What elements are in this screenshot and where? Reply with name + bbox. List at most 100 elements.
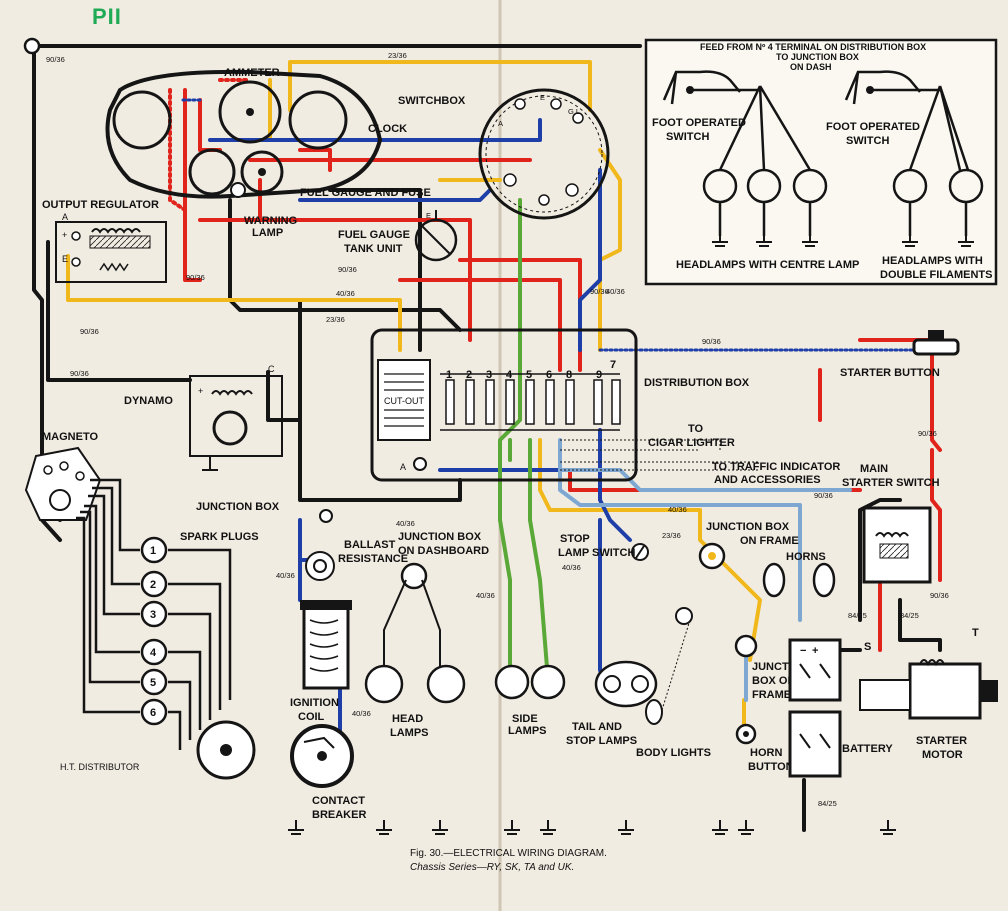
panel-blank-dial <box>112 90 172 150</box>
battery <box>788 638 842 778</box>
ballast-label-2: RESISTANCE <box>338 553 408 565</box>
gauge-tag: 40/36 <box>336 289 355 298</box>
spark-plug-2 <box>140 570 168 598</box>
terminal-a-dist: A <box>400 462 406 472</box>
horn-button <box>735 723 757 745</box>
body-lights <box>645 607 693 725</box>
dynamo <box>189 375 283 471</box>
output-regulator-label: OUTPUT REGULATOR <box>42 199 159 211</box>
ht-distributor-label: H.T. DISTRIBUTOR <box>60 762 140 772</box>
black-wires <box>32 44 942 832</box>
dist-terminal: 5 <box>526 369 532 381</box>
dynamo-label: DYNAMO <box>124 395 173 407</box>
spark-plug-number: 4 <box>150 647 157 659</box>
warning-lamp-label-2: LAMP <box>252 227 283 239</box>
ammeter-label: AMMETER <box>224 67 280 79</box>
inset-foot-left-1: FOOT OPERATED <box>652 117 746 129</box>
instrument-panel <box>105 69 383 199</box>
gauge-tag: 23/36 <box>326 315 345 324</box>
dist-terminal: 4 <box>506 369 513 381</box>
spark-plug-1 <box>140 536 168 564</box>
gauge-tag: 90/36 <box>46 55 65 64</box>
contact-breaker <box>290 724 354 788</box>
cigar-label-1: TO <box>688 423 704 435</box>
gauge-tag: 23/36 <box>662 531 681 540</box>
wire-gauge-tags: 90/36 23/36 90/36 90/36 40/36 23/36 90/3… <box>46 51 949 808</box>
inset-feed-3: ON DASH <box>790 62 832 72</box>
spark-plugs: 1 2 3 4 5 6 <box>140 536 168 726</box>
horn-button-label-1: HORN <box>750 747 782 759</box>
terminal-t: T <box>972 627 979 639</box>
battery-minus: − <box>800 645 806 657</box>
horn-left <box>762 562 786 598</box>
gauge-tag: 40/36 <box>606 287 625 296</box>
jb-frame-label-3: FRAME <box>752 689 791 701</box>
inset-foot-left-2: SWITCH <box>666 131 709 143</box>
inset-feed-1: FEED FROM Nº 4 TERMINAL ON DISTRIBUTION … <box>700 42 926 52</box>
inset-foot-right-2: SWITCH <box>846 135 889 147</box>
horn-right <box>812 562 836 598</box>
fuel-gauge-dial <box>188 148 236 196</box>
spark-plug-number: 6 <box>150 707 156 719</box>
contact-breaker-label-1: CONTACT <box>312 795 365 807</box>
dist-terminal: 3 <box>486 369 492 381</box>
jb-dashboard-label-1: JUNCTION BOX <box>398 531 482 543</box>
starter-button <box>912 330 960 356</box>
side-lamps-label-1: SIDE <box>512 713 538 725</box>
distribution-terminal-numbers: 1 2 3 4 5 6 7 8 9 <box>446 359 616 381</box>
gauge-tag: 90/36 <box>80 327 99 336</box>
inset-headlamps-double-2: DOUBLE FILAMENTS <box>880 269 992 281</box>
gauge-tag: 40/36 <box>476 591 495 600</box>
starter-button-label: STARTER BUTTON <box>840 367 940 379</box>
spark-plug-number: 1 <box>150 545 156 557</box>
traffic-label-2: AND ACCESSORIES <box>714 474 821 486</box>
terminal-plus-dynamo: + <box>198 386 203 396</box>
inset-headlamps-double-1: HEADLAMPS WITH <box>882 255 983 267</box>
magneto-label: MAGNETO <box>42 431 98 443</box>
cigar-label-2: CIGAR LIGHTER <box>648 437 735 449</box>
jb-frame-top-label-2: ON FRAME <box>740 535 799 547</box>
figure-caption-2: Chassis Series—RY, SK, TA and UK. <box>410 862 574 873</box>
junction-box-dashboard <box>383 562 441 670</box>
junction-box <box>319 509 333 523</box>
gauge-tag: 90/36 <box>918 429 937 438</box>
body-lights-label: BODY LIGHTS <box>636 747 711 759</box>
blue-dotted-wires <box>178 98 922 352</box>
jb-frame-label-2: BOX ON <box>752 675 795 687</box>
gauge-tag: 40/36 <box>396 519 415 528</box>
output-regulator <box>55 221 167 283</box>
horns-label: HORNS <box>786 551 826 563</box>
starter-motor <box>859 659 998 720</box>
cut-out-label: CUT-OUT <box>384 396 424 406</box>
spark-plug-6 <box>140 698 168 726</box>
ignition-coil-label-1: IGNITION <box>290 697 339 709</box>
fuse-dial <box>240 150 284 194</box>
terminal-c-dynamo: C <box>268 364 275 374</box>
gauge-tag: 90/36 <box>186 273 205 282</box>
main-starter-label-2: STARTER SWITCH <box>842 477 940 489</box>
tail-stop-label-2: STOP LAMPS <box>566 735 637 747</box>
dist-terminal: 6 <box>546 369 552 381</box>
dist-terminal: 2 <box>466 369 472 381</box>
horns <box>762 562 836 598</box>
side-lamp-right <box>530 664 566 700</box>
jb-dashboard-label-2: ON DASHBOARD <box>398 545 489 557</box>
gauge-tag: 90/36 <box>930 591 949 600</box>
terminal-gl: G.L. <box>568 107 582 116</box>
ballast-resistance <box>305 551 335 581</box>
dist-terminal: 9 <box>596 369 602 381</box>
gauge-tag: 90/36 <box>338 265 357 274</box>
ammeter-dial <box>218 80 282 144</box>
gauge-tag: 84/25 <box>818 799 837 808</box>
ht-distributor <box>196 720 256 780</box>
clock-label: CLOCK <box>368 123 407 135</box>
distribution-box-label: DISTRIBUTION BOX <box>644 377 750 389</box>
switchbox: E G.L. A <box>478 88 610 220</box>
ballast-label-1: BALLAST <box>344 539 396 551</box>
junction-box-frame-top <box>698 542 726 570</box>
gauge-tag: 40/36 <box>668 505 687 514</box>
inset-foot-right-1: FOOT OPERATED <box>826 121 920 133</box>
tail-stop-lamps <box>594 660 658 708</box>
terminal-e-switch: E <box>540 93 545 102</box>
horn-button-label-2: BUTTON <box>748 761 794 773</box>
